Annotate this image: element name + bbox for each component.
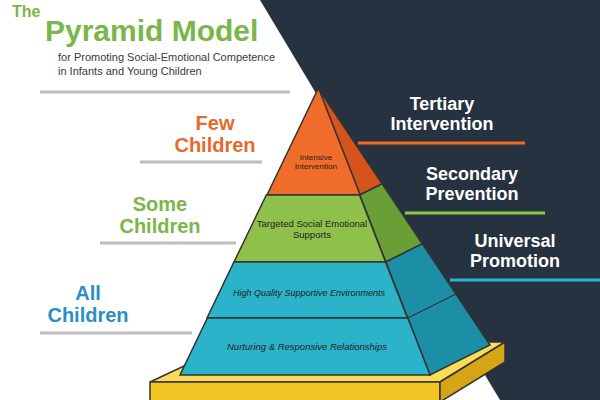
tier-face — [267, 88, 360, 195]
tier-name: Secondary Prevention — [425, 165, 518, 205]
tier-face — [207, 262, 407, 318]
tier-face — [234, 195, 386, 262]
leader-line — [100, 242, 236, 245]
leader-line — [358, 142, 525, 145]
base-front — [150, 382, 440, 400]
tier-band: High Quality Supportive Environments — [207, 262, 407, 318]
tier-text: Nurturing & Responsive Relationships — [199, 342, 415, 353]
title-prefix: The — [12, 3, 40, 21]
band-divider — [408, 294, 456, 318]
tier-outline — [267, 88, 360, 195]
tier-band: Targeted Social Emotional Supports — [234, 195, 386, 262]
tier-text: Intensive Intervention — [285, 153, 347, 172]
audience-label: Few Children — [174, 112, 255, 156]
title: Pyramid Model — [45, 16, 258, 46]
leader-line — [405, 212, 545, 215]
tier-apex: Intensive Intervention — [267, 88, 360, 195]
audience-label: Some Children — [119, 193, 200, 237]
audience-label: All Children — [47, 282, 128, 326]
subtitle: for Promoting Social-Emotional Competenc… — [58, 50, 284, 79]
leader-line — [140, 161, 262, 164]
tier-band: Nurturing & Responsive Relationships — [180, 318, 430, 375]
tier-name: Tertiary Intervention — [390, 95, 493, 135]
title-rule — [40, 91, 290, 94]
tier-text: Targeted Social Emotional Supports — [256, 219, 368, 241]
tier-text: High Quality Supportive Environments — [220, 288, 398, 298]
leader-line — [450, 279, 600, 282]
tier-face — [180, 318, 430, 375]
tier-name: Universal Promotion — [470, 232, 560, 272]
leader-line — [40, 332, 192, 335]
